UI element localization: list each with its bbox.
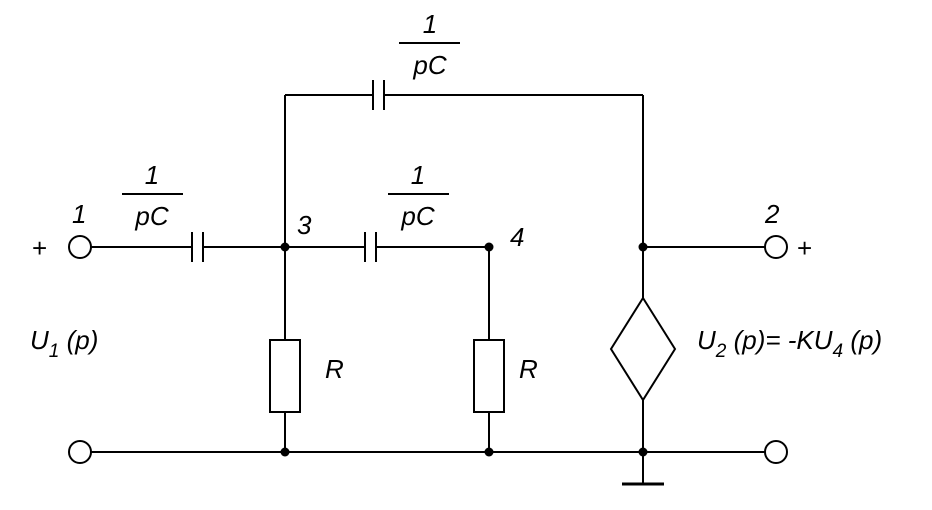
label-c3: 1 pC xyxy=(399,9,460,80)
terminal-1-return xyxy=(68,440,92,464)
output-sub2: 4 xyxy=(833,341,844,362)
output-arg: (p) xyxy=(843,325,882,355)
node-label-4: 4 xyxy=(510,222,524,252)
label-c1-den: pC xyxy=(134,201,168,231)
input-voltage-sub: 1 xyxy=(49,341,60,362)
junction-bottom-r2 xyxy=(484,447,494,457)
junction-bottom-r1 xyxy=(280,447,290,457)
wires xyxy=(91,94,765,486)
output-expression-label: U2 (p)= -KU4 (p) xyxy=(697,325,882,362)
resistor-r2 xyxy=(473,339,505,413)
input-plus-sign: + xyxy=(32,233,47,263)
output-mid: (p)= -KU xyxy=(726,325,832,355)
capacitor-c3 xyxy=(372,80,385,110)
input-voltage-label: U1 (p) xyxy=(30,325,98,362)
resistor-r1 xyxy=(269,339,301,413)
label-c2: 1 pC xyxy=(388,160,449,231)
label-c3-num: 1 xyxy=(423,9,437,39)
label-c3-den: pC xyxy=(412,50,446,80)
input-voltage-arg: (p) xyxy=(59,325,98,355)
terminal-2 xyxy=(764,235,788,259)
junction-bottom-source xyxy=(638,447,648,457)
label-r2: R xyxy=(519,354,538,384)
terminal-1 xyxy=(68,235,92,259)
terminal-2-return xyxy=(764,440,788,464)
junction-dots xyxy=(280,242,648,457)
label-c1-num: 1 xyxy=(145,160,159,190)
label-c2-den: pC xyxy=(400,201,434,231)
output-var: U xyxy=(697,325,716,355)
label-r1: R xyxy=(325,354,344,384)
capacitor-c2 xyxy=(364,232,377,262)
node-label-1: 1 xyxy=(72,199,86,229)
node-label-3: 3 xyxy=(297,210,312,240)
input-voltage-var: U xyxy=(30,325,49,355)
junction-node3 xyxy=(280,242,290,252)
node-label-2: 2 xyxy=(764,199,780,229)
capacitor-c1 xyxy=(191,232,204,262)
junction-node4 xyxy=(484,242,494,252)
junction-output xyxy=(638,242,648,252)
dependent-source xyxy=(609,296,677,402)
output-sub: 2 xyxy=(715,341,727,362)
label-c2-num: 1 xyxy=(411,160,425,190)
label-c1: 1 pC xyxy=(122,160,183,231)
output-plus-sign: + xyxy=(797,233,812,263)
